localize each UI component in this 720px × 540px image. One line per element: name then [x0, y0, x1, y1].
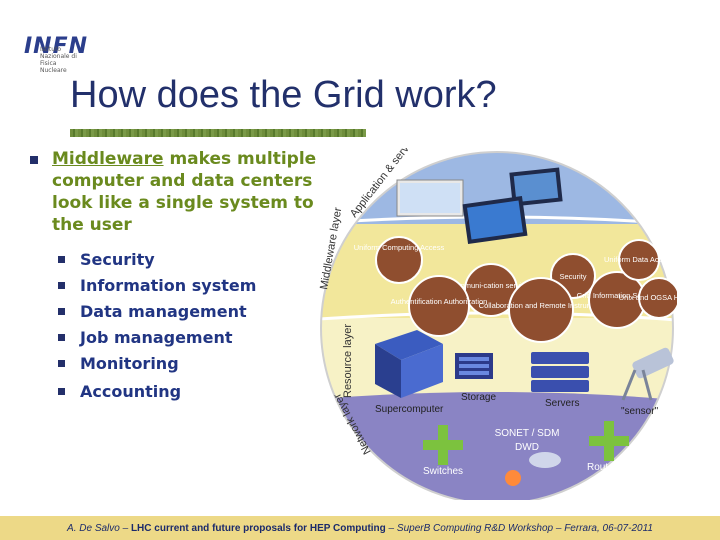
- supercomputer-label: Supercomputer: [375, 404, 444, 415]
- title-underline: [70, 129, 366, 137]
- footer-talk: LHC current and future proposals for HEP…: [130, 522, 386, 534]
- servers-label: Servers: [545, 398, 579, 409]
- infn-logo: INFN: [10, 14, 87, 66]
- bullet-square-icon: [30, 156, 38, 164]
- sub-bullet: Monitoring: [58, 350, 256, 376]
- footer-author: A. De Salvo –: [67, 522, 131, 534]
- routers-icon: [589, 421, 629, 461]
- footer-bar: A. De Salvo – LHC current and future pro…: [0, 516, 720, 540]
- uniform-computing-access-label: Uniform Computing Access: [354, 243, 445, 252]
- supercomputer-icon: [375, 330, 443, 398]
- sub-bullet-list: Security Information system Data managem…: [58, 246, 256, 404]
- uniform-computing-access-node: [375, 236, 423, 284]
- authentication-node: [408, 275, 470, 337]
- bullet-list: Middleware makes multiple computer and d…: [30, 148, 320, 236]
- application-screens-icon: [396, 167, 563, 244]
- sub-bullet: Accounting: [58, 378, 256, 404]
- security-label: Security: [559, 272, 586, 281]
- bullet-square-icon: [58, 307, 65, 315]
- slide-title: How does the Grid work?: [70, 74, 497, 116]
- logo-subtitle: Istituto Nazionale di Fisica Nucleare: [40, 46, 77, 74]
- routers-label: Routers: [587, 462, 622, 473]
- switches-icon: [423, 425, 463, 465]
- resource-layer-label: Resource layer: [342, 324, 354, 398]
- bullet-square-icon: [58, 359, 65, 367]
- storage-icon: [455, 353, 493, 379]
- servers-icon: [531, 352, 589, 392]
- authentication-label: Authentification Authorization: [391, 297, 488, 306]
- sub-bullet: Job management: [58, 324, 256, 350]
- uniform-data-access-label: Uniform Data Access: [604, 255, 674, 264]
- sensor-label: "sensor": [621, 406, 659, 417]
- signal-burst-icon: [505, 470, 521, 486]
- main-bullet-text: makes multiple computer and data centers…: [52, 149, 317, 235]
- storage-label: Storage: [461, 392, 496, 403]
- bullet-square-icon: [58, 255, 65, 263]
- dwd-disc-icon: [529, 452, 561, 468]
- grid-layers-diagram: Application & serviceware layer Middlewa…: [318, 148, 677, 500]
- bullet-square-icon: [58, 281, 65, 289]
- middleware-link[interactable]: Middleware: [52, 149, 164, 169]
- main-bullet: Middleware makes multiple computer and d…: [30, 148, 320, 236]
- sub-bullet: Data management: [58, 298, 256, 324]
- footer-event: – SuperB Computing R&D Workshop – Ferrar…: [385, 522, 653, 534]
- ogsa-hosting-label: Unix and OGSA Hosting: [619, 293, 677, 302]
- collaboration-label: Collaboration and Remote Instrument: [479, 301, 605, 310]
- switches-label: Switches: [423, 466, 463, 477]
- middleware-nodes: Uniform Computing Access Communi-cation …: [354, 236, 677, 343]
- uniform-data-access-node: [618, 239, 660, 281]
- ogsa-hosting-node: [638, 277, 677, 319]
- bullet-square-icon: [58, 387, 65, 395]
- dwd-label: DWD: [515, 442, 539, 453]
- collaboration-node: [508, 277, 574, 343]
- logo-text: INFN: [24, 34, 89, 59]
- grid-information-service-label: Grid Information Service: [577, 291, 658, 300]
- sub-bullet: Information system: [58, 272, 256, 298]
- bullet-square-icon: [58, 333, 65, 341]
- communication-services-label: Communi-cation services: [449, 281, 533, 290]
- sub-bullet: Security: [58, 246, 256, 272]
- sonet-label: SONET / SDM: [495, 428, 560, 439]
- sensor-telescope-icon: [621, 347, 674, 401]
